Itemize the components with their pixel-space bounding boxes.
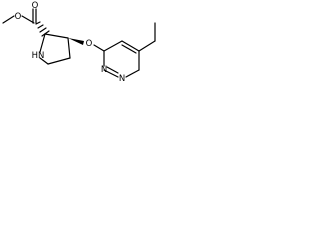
bond-c2-c3 [44, 33, 69, 39]
pyr-bond-5 [103, 69, 119, 78]
pyr-bond-2-inner [121, 44, 137, 54]
ring-nh-label: HN [32, 51, 45, 61]
pyrimidine-n-top-label: N [101, 65, 107, 75]
bond-c5-n [39, 57, 49, 65]
bond-c4-c5 [47, 57, 71, 65]
ether-o-label: O [86, 39, 93, 49]
bond-c3-c4 [67, 37, 71, 59]
bond-o-pyrimidine [93, 44, 105, 52]
bond-o-carbonyl-c [21, 15, 35, 24]
pyr-bond-4 [125, 69, 140, 78]
ester-o-double-label: O [32, 1, 39, 11]
solid-wedge-bond [68, 38, 84, 45]
pyrimidine-n-bottom-label: N [119, 74, 125, 84]
pyr-bond-2 [121, 40, 140, 52]
bond-methyl-o [2, 15, 15, 24]
pyr-bond-1 [103, 40, 123, 52]
molecule-structure: O O HN O N N [2, 1, 156, 84]
pyr-bond-5-inner [106, 66, 119, 74]
bond-n-c2 [39, 33, 46, 53]
ester-o-single-label: O [15, 12, 22, 22]
bond-ring-ethyl [138, 40, 156, 52]
